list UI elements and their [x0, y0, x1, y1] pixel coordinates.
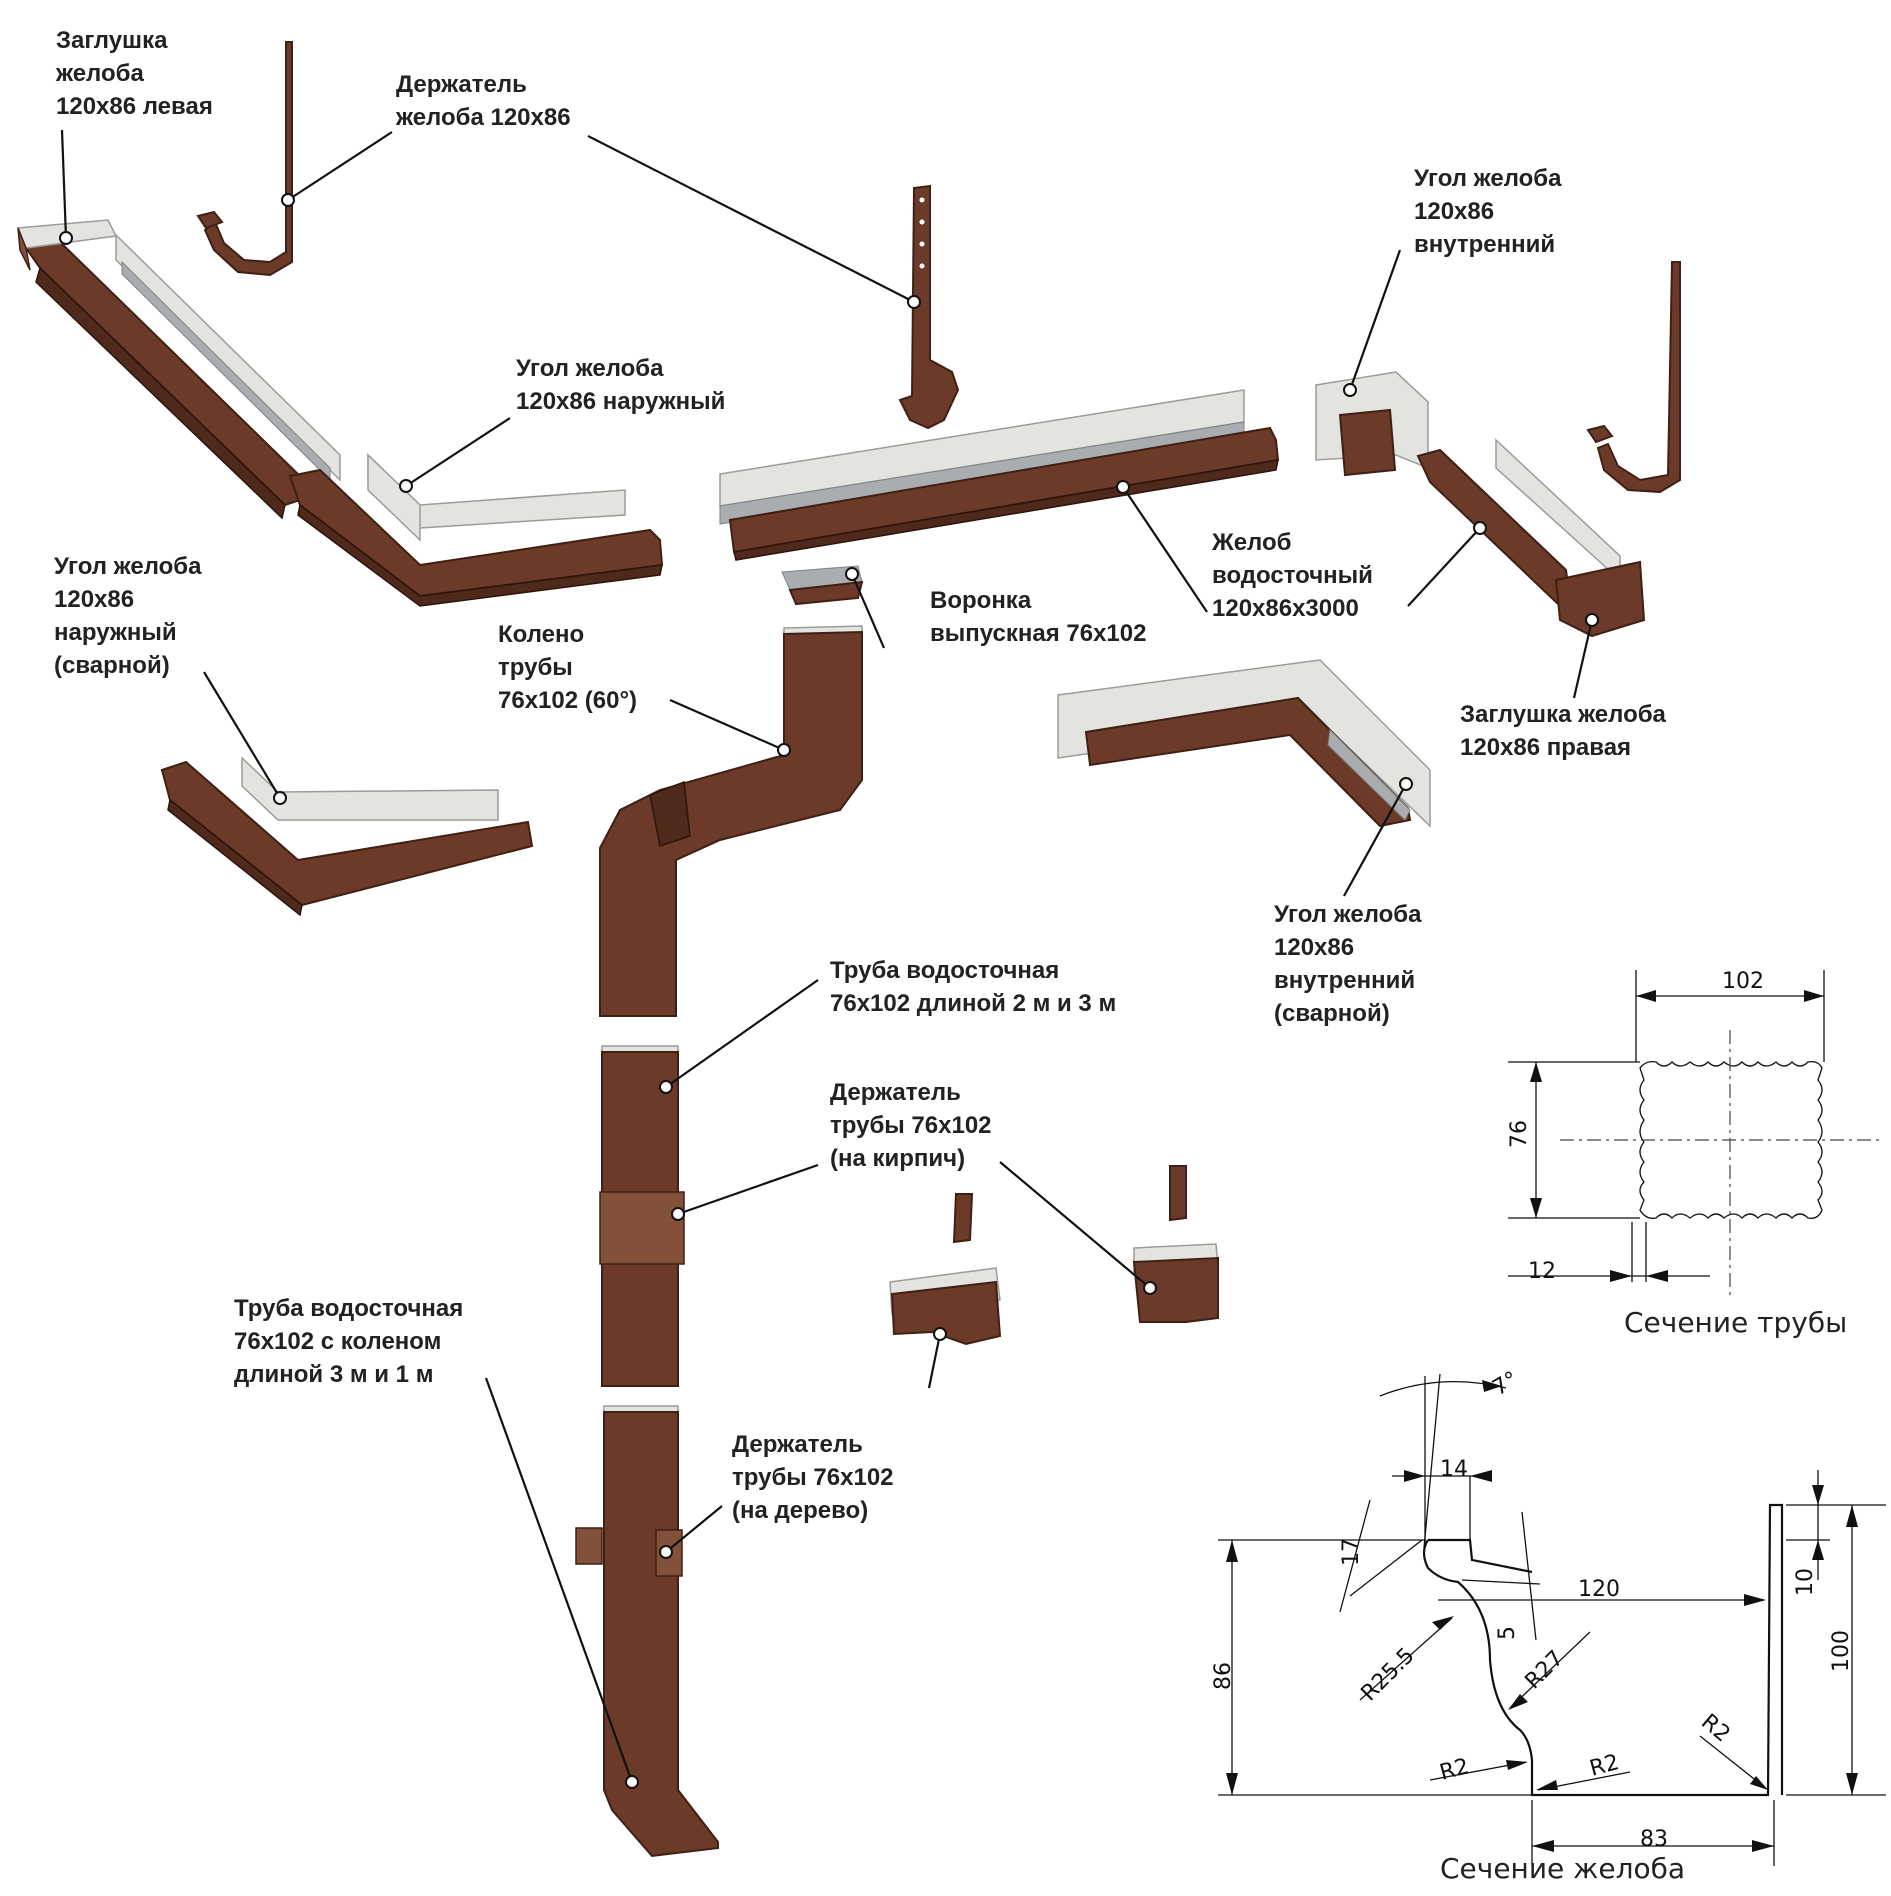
elbow-part [599, 625, 863, 1017]
gutter-dim-bottom: 83 [1640, 1827, 1668, 1852]
gutter-dim-back-height: 100 [1829, 1630, 1854, 1672]
label-pipe-holder-brick: Держатель трубы 76х102 (на кирпич) [830, 1079, 992, 1172]
gutter-dim-lip-height: 17 [1339, 1538, 1364, 1566]
gutter-holder-center [898, 184, 960, 430]
pipe-part [599, 1045, 685, 1387]
gutter-dim-r-small-2: R2 [1587, 1750, 1622, 1782]
gutter-dim-height: 86 [1211, 1662, 1236, 1690]
corner-outer-part [288, 453, 664, 607]
label-pipe-with-elbow: Труба водосточная 76х102 с коленом длино… [234, 1295, 464, 1388]
pipe-section-drawing [1508, 970, 1880, 1300]
pipe-dim-width: 102 [1722, 969, 1764, 994]
gutter-holder-right [1586, 261, 1681, 494]
cap-right-part [1554, 560, 1646, 638]
gutter-dim-r-small-1: R2 [1437, 1754, 1472, 1786]
pipe-holder-brick-part [1132, 1165, 1219, 1323]
gutter-dim-width: 120 [1578, 1577, 1620, 1602]
label-corner-outer-welded: Угол желоба 120х86 наружный (сварной) [54, 553, 202, 679]
pipe-with-elbow-part [575, 1405, 719, 1858]
pipe-dim-step: 12 [1528, 1259, 1556, 1284]
corner-inner-part [1315, 371, 1429, 477]
pipe-dim-height: 76 [1507, 1120, 1532, 1148]
label-cap-right: Заглушка желоба 120х86 правая [1460, 701, 1666, 761]
corner-outer-welded-part [160, 756, 534, 917]
gutter-section-drawing [1218, 1373, 1886, 1866]
label-gutter: Желоб водосточный 120х86х3000 [1212, 529, 1373, 622]
gutter-holder-left [196, 41, 293, 277]
label-funnel: Воронка выпускная 76х102 [930, 587, 1147, 647]
label-gutter-holder: Держатель желоба 120х86 [396, 71, 571, 131]
label-corner-outer: Угол желоба 120х86 наружный [516, 355, 726, 415]
gutter-dim-r-mid: R27 [1521, 1646, 1569, 1694]
leader-lines [59, 129, 1599, 1789]
gutter-dim-back-lip: 10 [1793, 1568, 1818, 1596]
pipe-section-title: Сечение трубы [1624, 1306, 1848, 1339]
corner-inner-welded-part [1057, 659, 1431, 828]
gutter-dim-lip: 14 [1440, 1457, 1468, 1482]
label-corner-inner-welded: Угол желоба 120х86 внутренний (сварной) [1274, 901, 1422, 1027]
funnel-part [781, 565, 864, 606]
label-corner-inner: Угол желоба 120х86 внутренний [1414, 165, 1562, 258]
pipe-holder-wood-part [889, 1193, 1002, 1346]
gutter-dim-r-small-3: R2 [1696, 1709, 1735, 1747]
gutter-dim-r-big: R25.5 [1357, 1643, 1420, 1706]
gutter-dim-angle: 7° [1489, 1367, 1523, 1401]
label-cap-left: Заглушка желоба 120х86 левая [56, 27, 213, 120]
gutter-section-title: Сечение желоба [1440, 1852, 1686, 1885]
label-elbow: Колено трубы 76х102 (60°) [498, 621, 638, 714]
label-pipe-holder-wood: Держатель трубы 76х102 (на дерево) [732, 1431, 894, 1524]
gutter-main-part [719, 389, 1280, 561]
gutter-dim-bead: 5 [1495, 1626, 1520, 1640]
label-pipe: Труба водосточная 76х102 длиной 2 м и 3 … [830, 957, 1117, 1017]
